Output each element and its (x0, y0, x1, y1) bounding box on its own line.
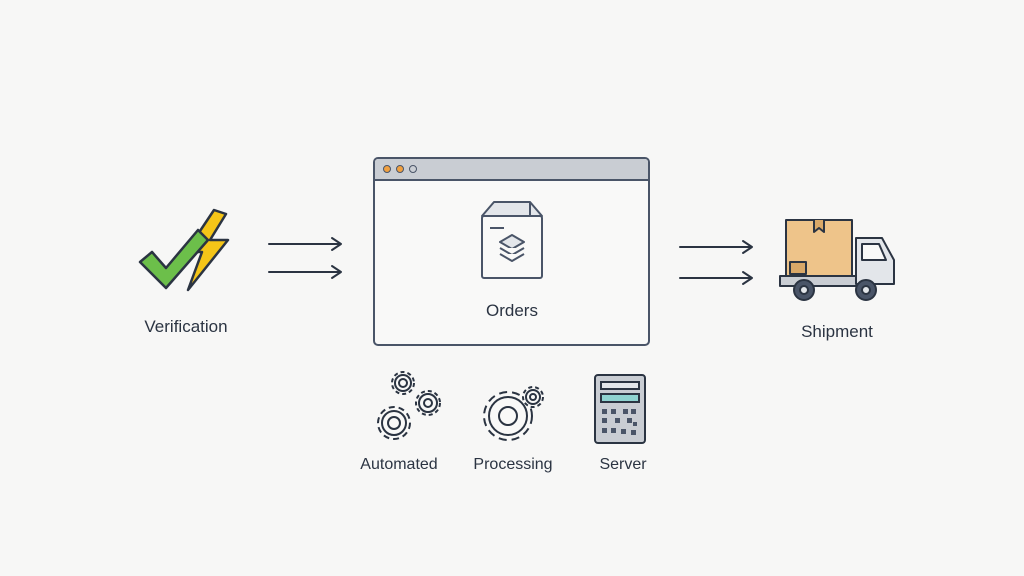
window-dot (383, 165, 391, 173)
gear-icon (483, 386, 544, 441)
orders-label: Orders (486, 301, 538, 320)
verification-label: Verification (144, 317, 228, 336)
window-dot (396, 165, 404, 173)
package-box-icon (481, 201, 543, 279)
window-dot (409, 165, 417, 173)
processing-label: Processing (473, 456, 553, 473)
arrow-right-icon (268, 237, 342, 279)
check-lightning-icon (138, 208, 230, 292)
arrow-right-icon (679, 240, 753, 285)
server-label: Server (599, 456, 647, 473)
shipment-label: Shipment (801, 322, 873, 341)
delivery-truck-icon (779, 219, 895, 301)
gears-icon (377, 371, 441, 440)
automated-label: Automated (360, 456, 438, 473)
server-icon (594, 374, 646, 444)
window-titlebar (375, 159, 648, 181)
